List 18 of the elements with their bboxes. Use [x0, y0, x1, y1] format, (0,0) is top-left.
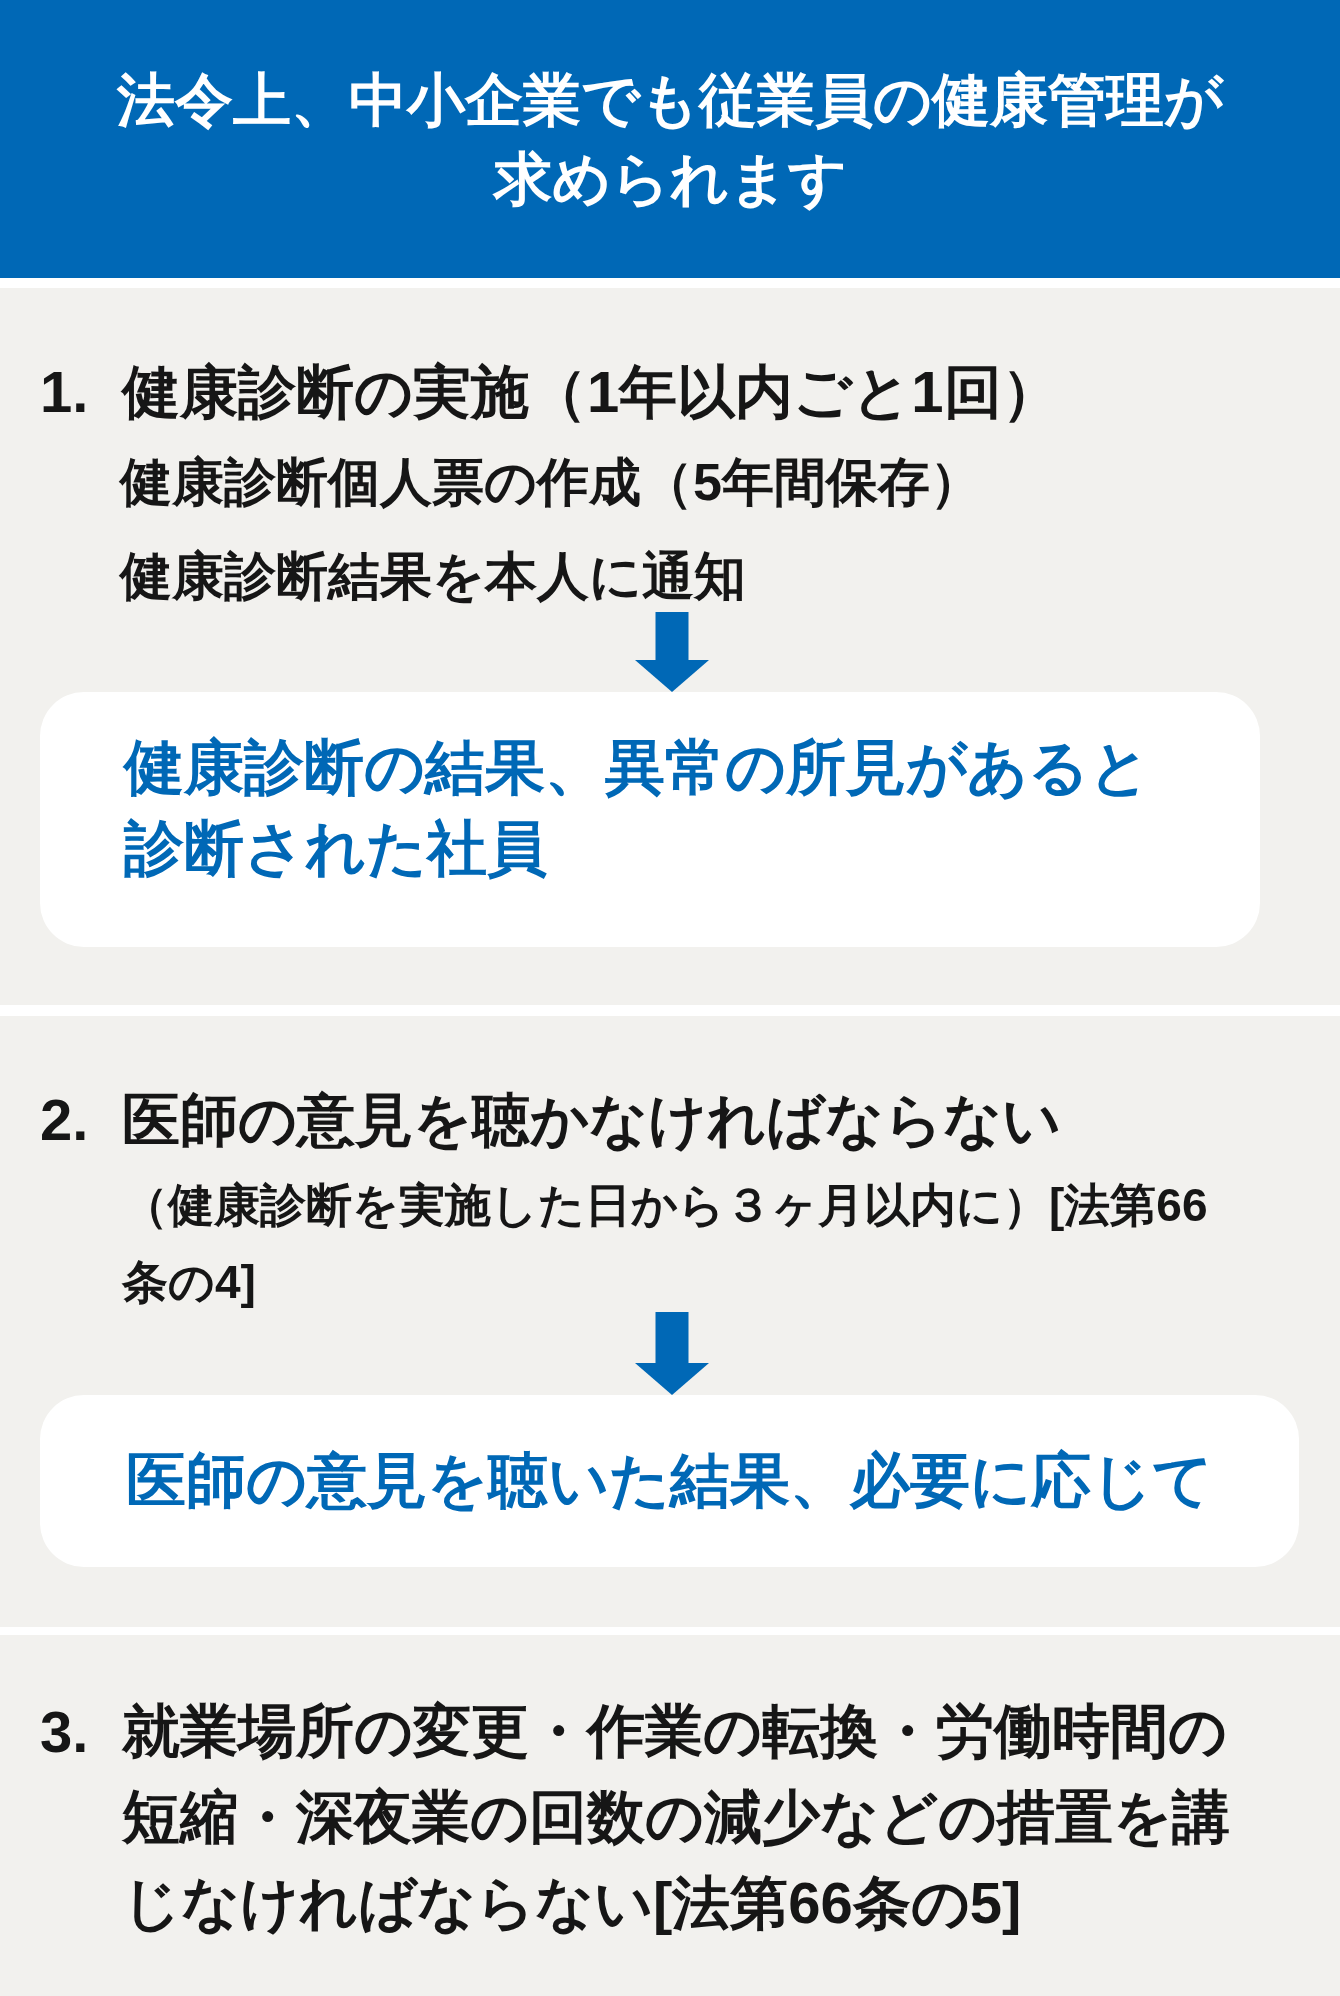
section-panel	[0, 1016, 1340, 1627]
section-panel	[0, 288, 1340, 1005]
step-heading: 就業場所の変更・作業の転換・労働時間の短縮・深夜業の回数の減少などの措置を講じなければならない[法第66条の5]	[122, 1697, 1231, 1937]
title: 法令上、中小企業でも従業員の健康管理が求められます	[115, 66, 1225, 213]
highlight-card	[40, 692, 1260, 947]
highlight-card	[40, 1395, 1299, 1567]
down-arrow	[635, 612, 709, 692]
step-detail: 健康診断結果を本人に通知	[120, 546, 746, 607]
step-detail: （健康診断を実施した日から３ヶ月以内に）[法第66条の4]	[122, 1177, 1209, 1310]
step-number: 2.	[40, 1085, 89, 1154]
card-text: 健康診断の結果、異常の所見があると診断された社員	[124, 732, 1151, 884]
step-heading: 健康診断の実施（1年以内ごと1回）	[122, 357, 1060, 426]
step-detail: 健康診断個人票の作成（5年間保存）	[120, 452, 982, 513]
step-number: 1.	[40, 357, 89, 426]
card-text: 医師の意見を聴いた結果、必要に応じて	[126, 1446, 1213, 1516]
step-number: 3.	[40, 1697, 89, 1766]
step-heading: 医師の意見を聴かなければならない	[122, 1085, 1061, 1154]
down-arrow	[635, 1312, 709, 1395]
